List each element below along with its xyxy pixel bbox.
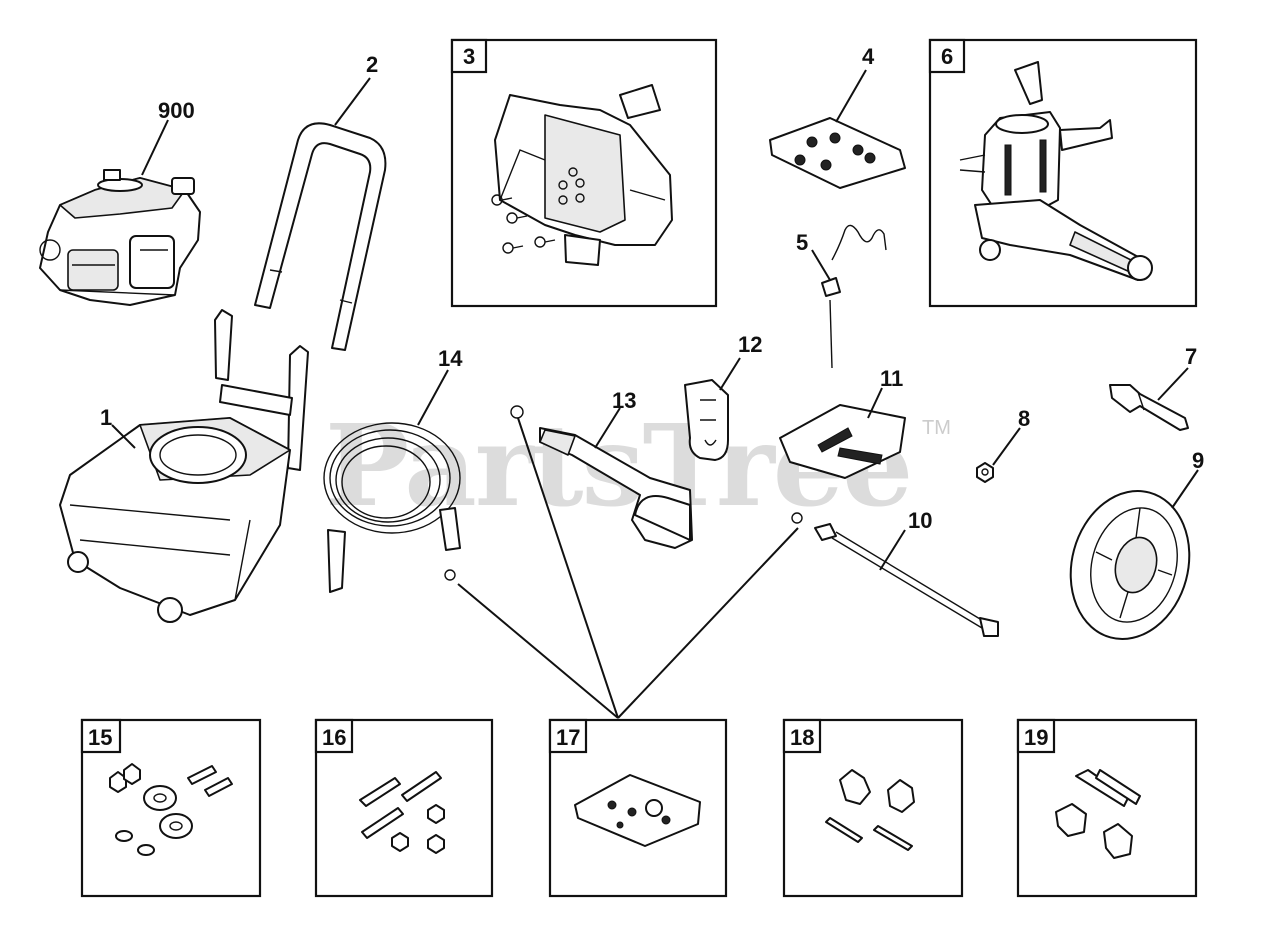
knob-kit-19-illustration[interactable] bbox=[1055, 769, 1141, 859]
knob-kit-18-illustration[interactable] bbox=[825, 769, 915, 851]
bolt-kit-16-illustration[interactable] bbox=[359, 771, 445, 854]
box-19[interactable] bbox=[1016, 718, 1198, 898]
box-3[interactable] bbox=[450, 38, 718, 308]
bearing-kit-illustration[interactable] bbox=[109, 763, 233, 856]
callout-11: 11 bbox=[880, 366, 903, 391]
box-17[interactable] bbox=[548, 718, 728, 898]
box-16-label: 16 bbox=[322, 725, 346, 750]
hardware-bag-illustration[interactable] bbox=[779, 404, 906, 479]
callout-9: 9 bbox=[1192, 448, 1204, 473]
callout-14: 14 bbox=[438, 346, 463, 371]
callout-13: 13 bbox=[612, 388, 636, 413]
spray-gun-illustration[interactable] bbox=[510, 405, 693, 549]
box-6[interactable] bbox=[928, 38, 1198, 308]
callout-8: 8 bbox=[1018, 406, 1030, 431]
hardware-kit-17-illustration[interactable] bbox=[574, 774, 701, 847]
engine-illustration[interactable] bbox=[39, 169, 201, 306]
wheel-illustration[interactable] bbox=[1055, 478, 1206, 653]
box-18-label: 18 bbox=[790, 725, 814, 750]
callout-7: 7 bbox=[1185, 344, 1197, 369]
callout-2: 2 bbox=[366, 52, 378, 77]
nut-illustration[interactable] bbox=[976, 462, 994, 483]
frame-illustration[interactable] bbox=[59, 309, 309, 623]
axle-illustration[interactable] bbox=[1109, 384, 1189, 431]
box-6-label: 6 bbox=[941, 44, 953, 69]
box-18[interactable] bbox=[782, 718, 964, 898]
gun-holder-illustration[interactable] bbox=[684, 379, 729, 461]
box-16[interactable] bbox=[314, 718, 494, 898]
screw-kit-bag-illustration[interactable] bbox=[769, 117, 906, 189]
pump-illustration[interactable] bbox=[959, 61, 1153, 281]
watermark-trademark: TM bbox=[922, 417, 951, 439]
callout-4: 4 bbox=[862, 44, 875, 69]
box-19-label: 19 bbox=[1024, 725, 1048, 750]
handle-illustration[interactable] bbox=[254, 122, 387, 351]
callout-900: 900 bbox=[158, 98, 195, 123]
callout-10: 10 bbox=[908, 508, 932, 533]
box-17-label: 17 bbox=[556, 725, 580, 750]
kit-17-leader-lines bbox=[457, 417, 799, 719]
box-15[interactable] bbox=[80, 718, 262, 898]
callout-5: 5 bbox=[796, 230, 808, 255]
box-3-label: 3 bbox=[463, 44, 475, 69]
panel-screws bbox=[491, 194, 556, 254]
spray-wand-illustration[interactable] bbox=[791, 512, 999, 637]
hose-coil-illustration[interactable] bbox=[323, 422, 461, 593]
callout-12: 12 bbox=[738, 332, 762, 357]
switch-wire-illustration[interactable] bbox=[821, 224, 887, 369]
callout-1: 1 bbox=[100, 405, 112, 430]
box-15-label: 15 bbox=[88, 725, 112, 750]
panel-assembly-illustration[interactable] bbox=[491, 84, 673, 266]
